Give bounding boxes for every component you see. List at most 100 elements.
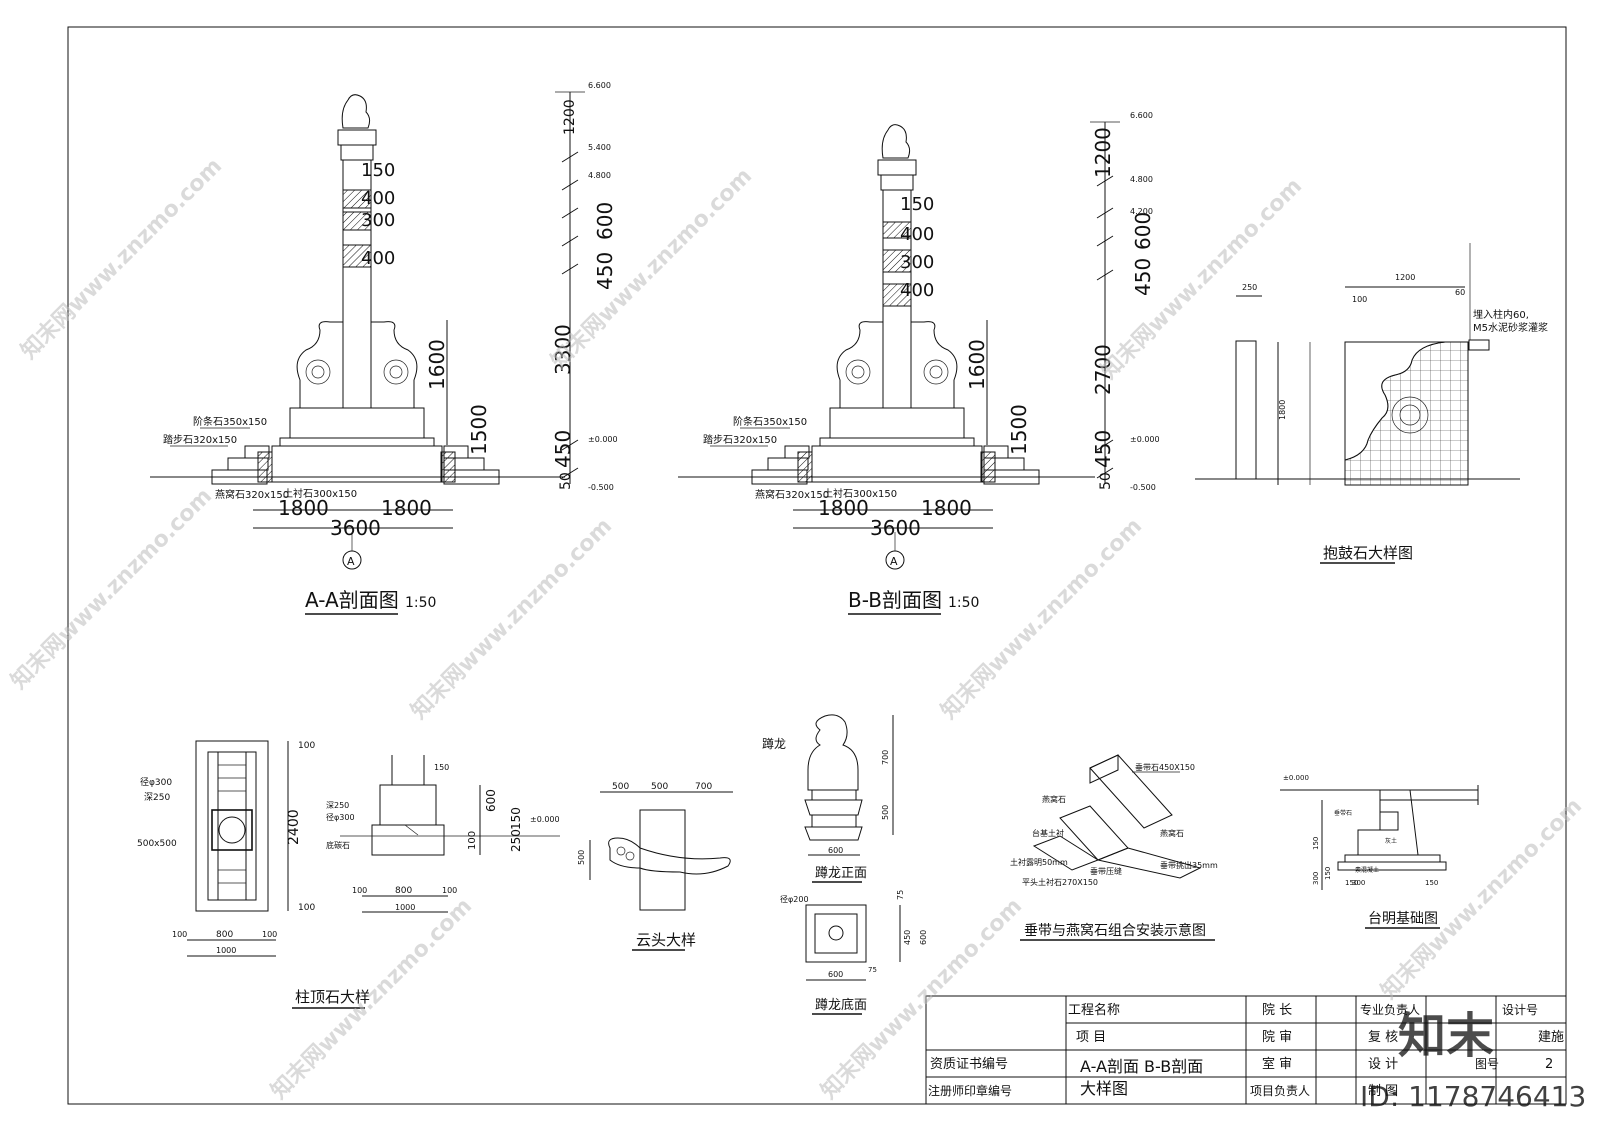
bb-dim-r-0: 1200 <box>1091 127 1115 178</box>
aa-width-1: 1800 <box>381 496 432 520</box>
watermark-site-8: 知末网www.znzmo.com <box>1376 793 1587 1004</box>
pf-label-1: 灰土 <box>1385 837 1397 845</box>
platform-foundation-detail: ±0.000 垂带石 灰土 素混凝土 150 300 150 300 150 1… <box>1280 774 1479 929</box>
cloud-dim-3: 500 <box>577 850 586 865</box>
aa-dim-r-3: 3300 <box>551 324 575 375</box>
db-dim-3: 600 <box>828 970 843 979</box>
db-dim-0: 75 <box>896 890 905 900</box>
pf-elev: ±0.000 <box>1283 774 1309 782</box>
tb-spec-lead: 专业负责人 <box>1360 1002 1420 1017</box>
bb-dim-m-1: 1500 <box>1007 404 1031 455</box>
tb-stage: 建施 <box>1538 1030 1564 1045</box>
drum-dim-100: 100 <box>1352 295 1367 304</box>
drum-dim-60: 60 <box>1455 288 1465 297</box>
belt-label-2: 台基土衬 <box>1032 828 1064 838</box>
aa-scale: 1:50 <box>405 595 436 611</box>
bb-width-0: 1800 <box>818 496 869 520</box>
tb-dean-review: 院 审 <box>1262 1030 1292 1045</box>
cap-dim-5: 100 <box>262 930 277 939</box>
belt-label-0: 垂带石450X150 <box>1135 762 1195 772</box>
watermark-brand-logo: 知末 <box>1398 1008 1494 1064</box>
cap-title: 柱顶石大样 <box>295 988 370 1006</box>
cap-dim-4: 800 <box>216 930 233 940</box>
bb-dim-r-5: 50 <box>1098 472 1114 490</box>
tb-drawing-name-2: 大样图 <box>1080 1079 1128 1098</box>
cs-dim-7: 100 <box>442 886 457 895</box>
bb-axis-label: A <box>890 555 898 568</box>
belt-label-6: 燕窝石 <box>1160 828 1184 838</box>
cloud-dim-1: 500 <box>651 782 668 792</box>
cs-dim-8: 1000 <box>395 903 415 912</box>
tb-drawing-no-label: 图号 <box>1475 1057 1499 1071</box>
bb-dim-r-4: 450 <box>1091 430 1115 468</box>
bb-stone-1: 踏步石320x150 <box>703 433 777 446</box>
bb-height-3: 400 <box>900 280 934 301</box>
aa-stone-2: 燕窝石320x150 <box>215 488 289 501</box>
cloud-title: 云头大样 <box>636 931 696 949</box>
tb-drawing-name-1: A-A剖面 B-B剖面 <box>1080 1057 1203 1076</box>
aa-height-1: 400 <box>361 188 395 209</box>
belt-label-5: 垂带压缝 <box>1090 866 1122 876</box>
cloud-dim-2: 700 <box>695 782 712 792</box>
tb-reg-seal: 注册师印章编号 <box>928 1083 1012 1098</box>
belt-label-3: 土衬露明50mm <box>1010 857 1068 867</box>
aa-dim-r-5: 50 <box>558 472 574 490</box>
aa-width-0: 1800 <box>278 496 329 520</box>
bb-title: B-B剖面图 <box>848 588 942 612</box>
tb-recheck: 复 核 <box>1368 1030 1398 1045</box>
pf-title: 台明基础图 <box>1368 910 1438 927</box>
cs-label-2: 底碳石 <box>326 840 350 850</box>
tb-dean: 院 长 <box>1262 1003 1292 1018</box>
aa-height-3: 400 <box>361 248 395 269</box>
cap-stone-section: 深250 径φ300 底碳石 150 600 250 150 100 ±0.00… <box>326 755 560 913</box>
aa-dim-m-1: 1500 <box>467 404 491 455</box>
cs-dim-4: 100 <box>467 831 478 850</box>
bb-dim-r-3: 2700 <box>1091 344 1115 395</box>
bb-height-1: 400 <box>900 224 934 245</box>
cap-dim-6: 1000 <box>216 946 236 955</box>
cloud-dim-0: 500 <box>612 782 629 792</box>
watermark-site-0: 知末网www.znzmo.com <box>16 153 227 364</box>
cs-label-0: 深250 <box>326 801 349 810</box>
db-dim-4: 75 <box>868 966 877 974</box>
aa-elev-2: 4.800 <box>588 171 611 180</box>
tb-proj-lead: 项目负责人 <box>1250 1084 1310 1098</box>
cs-dim-3: 150 <box>509 807 523 830</box>
drum-dim-1200: 1200 <box>1395 273 1415 282</box>
bb-width-2: 3600 <box>870 516 921 540</box>
bb-width-1: 1800 <box>921 496 972 520</box>
section-aa: 150 400 300 400 6.600 5.400 4.800 ±0.000… <box>150 81 618 615</box>
cs-dim-1: 600 <box>484 789 498 812</box>
aa-elev-4: -0.500 <box>588 483 614 492</box>
dragon-bottom-detail: 径φ200 75 450 600 600 75 蹲龙底面 <box>780 890 928 1015</box>
dragon-front-label: 蹲龙 <box>762 737 786 751</box>
cs-dim-5: 100 <box>352 886 367 895</box>
aa-width-2: 3600 <box>330 516 381 540</box>
dragon-dim-2: 600 <box>828 846 843 855</box>
drum-note-2: M5水泥砂浆灌浆 <box>1473 321 1548 334</box>
pf-label-0: 垂带石 <box>1334 809 1352 817</box>
cloud-head-detail: 500 500 700 500 云头大样 <box>577 782 733 951</box>
aa-axis-label: A <box>347 555 355 568</box>
pf-dim-4: 150 <box>1345 879 1358 887</box>
aa-height-2: 300 <box>361 210 395 231</box>
drum-note-1: 埋入柱内60, <box>1473 308 1529 321</box>
belt-label-1: 燕窝石 <box>1042 794 1066 804</box>
pf-label-2: 素混凝土 <box>1355 866 1379 874</box>
cap-dim-2: 100 <box>298 903 315 913</box>
drum-dim-250: 250 <box>1242 283 1257 292</box>
bb-elev-0: 6.600 <box>1130 111 1153 120</box>
aa-title: A-A剖面图 <box>305 588 399 612</box>
bb-stone-0: 阶条石350x150 <box>733 415 807 428</box>
cap-label-2: 500x500 <box>137 839 177 849</box>
bb-stone-2: 燕窝石320x150 <box>755 488 829 501</box>
pf-dim-1: 300 <box>1312 872 1320 885</box>
watermark-site-5: 知末网www.znzmo.com <box>936 513 1147 724</box>
watermark-site-2: 知末网www.znzmo.com <box>1096 173 1307 384</box>
cs-elev: ±0.000 <box>530 815 560 824</box>
aa-elev-1: 5.400 <box>588 143 611 152</box>
belt-label-4: 平头土衬石270X150 <box>1022 877 1098 887</box>
aa-stone-1: 踏步石320x150 <box>163 433 237 446</box>
aa-elev-0: 6.600 <box>588 81 611 90</box>
